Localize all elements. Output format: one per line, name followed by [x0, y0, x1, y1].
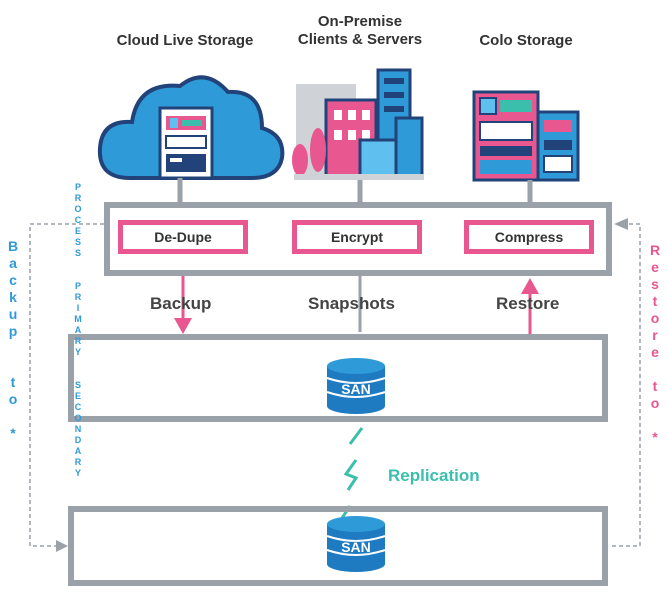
process-primary-secondary-label: P R O C E S S P R I M A R Y S E C O N D …	[74, 182, 82, 478]
secondary-san-label: SAN	[341, 539, 371, 555]
backup-label: Backup	[150, 294, 212, 313]
cloud-server-icon	[97, 75, 285, 180]
compress-box: Compress	[464, 220, 594, 254]
backup-loop-arrow	[29, 223, 104, 552]
replication-label: Replication	[388, 466, 480, 485]
backup-side-label: B a c k u p t o *	[7, 238, 19, 441]
encrypt-box: Encrypt	[292, 220, 422, 254]
dedupe-box: De-Dupe	[118, 220, 248, 254]
restore-label: Restore	[496, 294, 560, 313]
cloud-storage-label: Cloud Live Storage	[116, 32, 254, 49]
colo-rack-icon	[472, 90, 580, 182]
primary-san-label: SAN	[341, 381, 371, 397]
colo-storage-label: Colo Storage	[479, 32, 573, 49]
backup-arrow	[174, 276, 192, 334]
secondary-storage-box	[68, 506, 608, 586]
onprem-label-line1: On-Premise	[317, 13, 403, 30]
restore-side-label: R e s t o r e t o *	[649, 242, 661, 445]
primary-storage-box	[68, 334, 608, 422]
secondary-san-icon	[326, 516, 386, 572]
replication-link	[340, 427, 364, 519]
primary-san-icon	[326, 358, 386, 414]
snapshots-label: Snapshots	[308, 294, 395, 313]
restore-arrow	[521, 278, 539, 334]
onprem-label-line2: Clients & Servers	[297, 31, 423, 48]
restore-loop-arrow	[612, 218, 641, 547]
city-buildings-icon	[292, 68, 424, 180]
